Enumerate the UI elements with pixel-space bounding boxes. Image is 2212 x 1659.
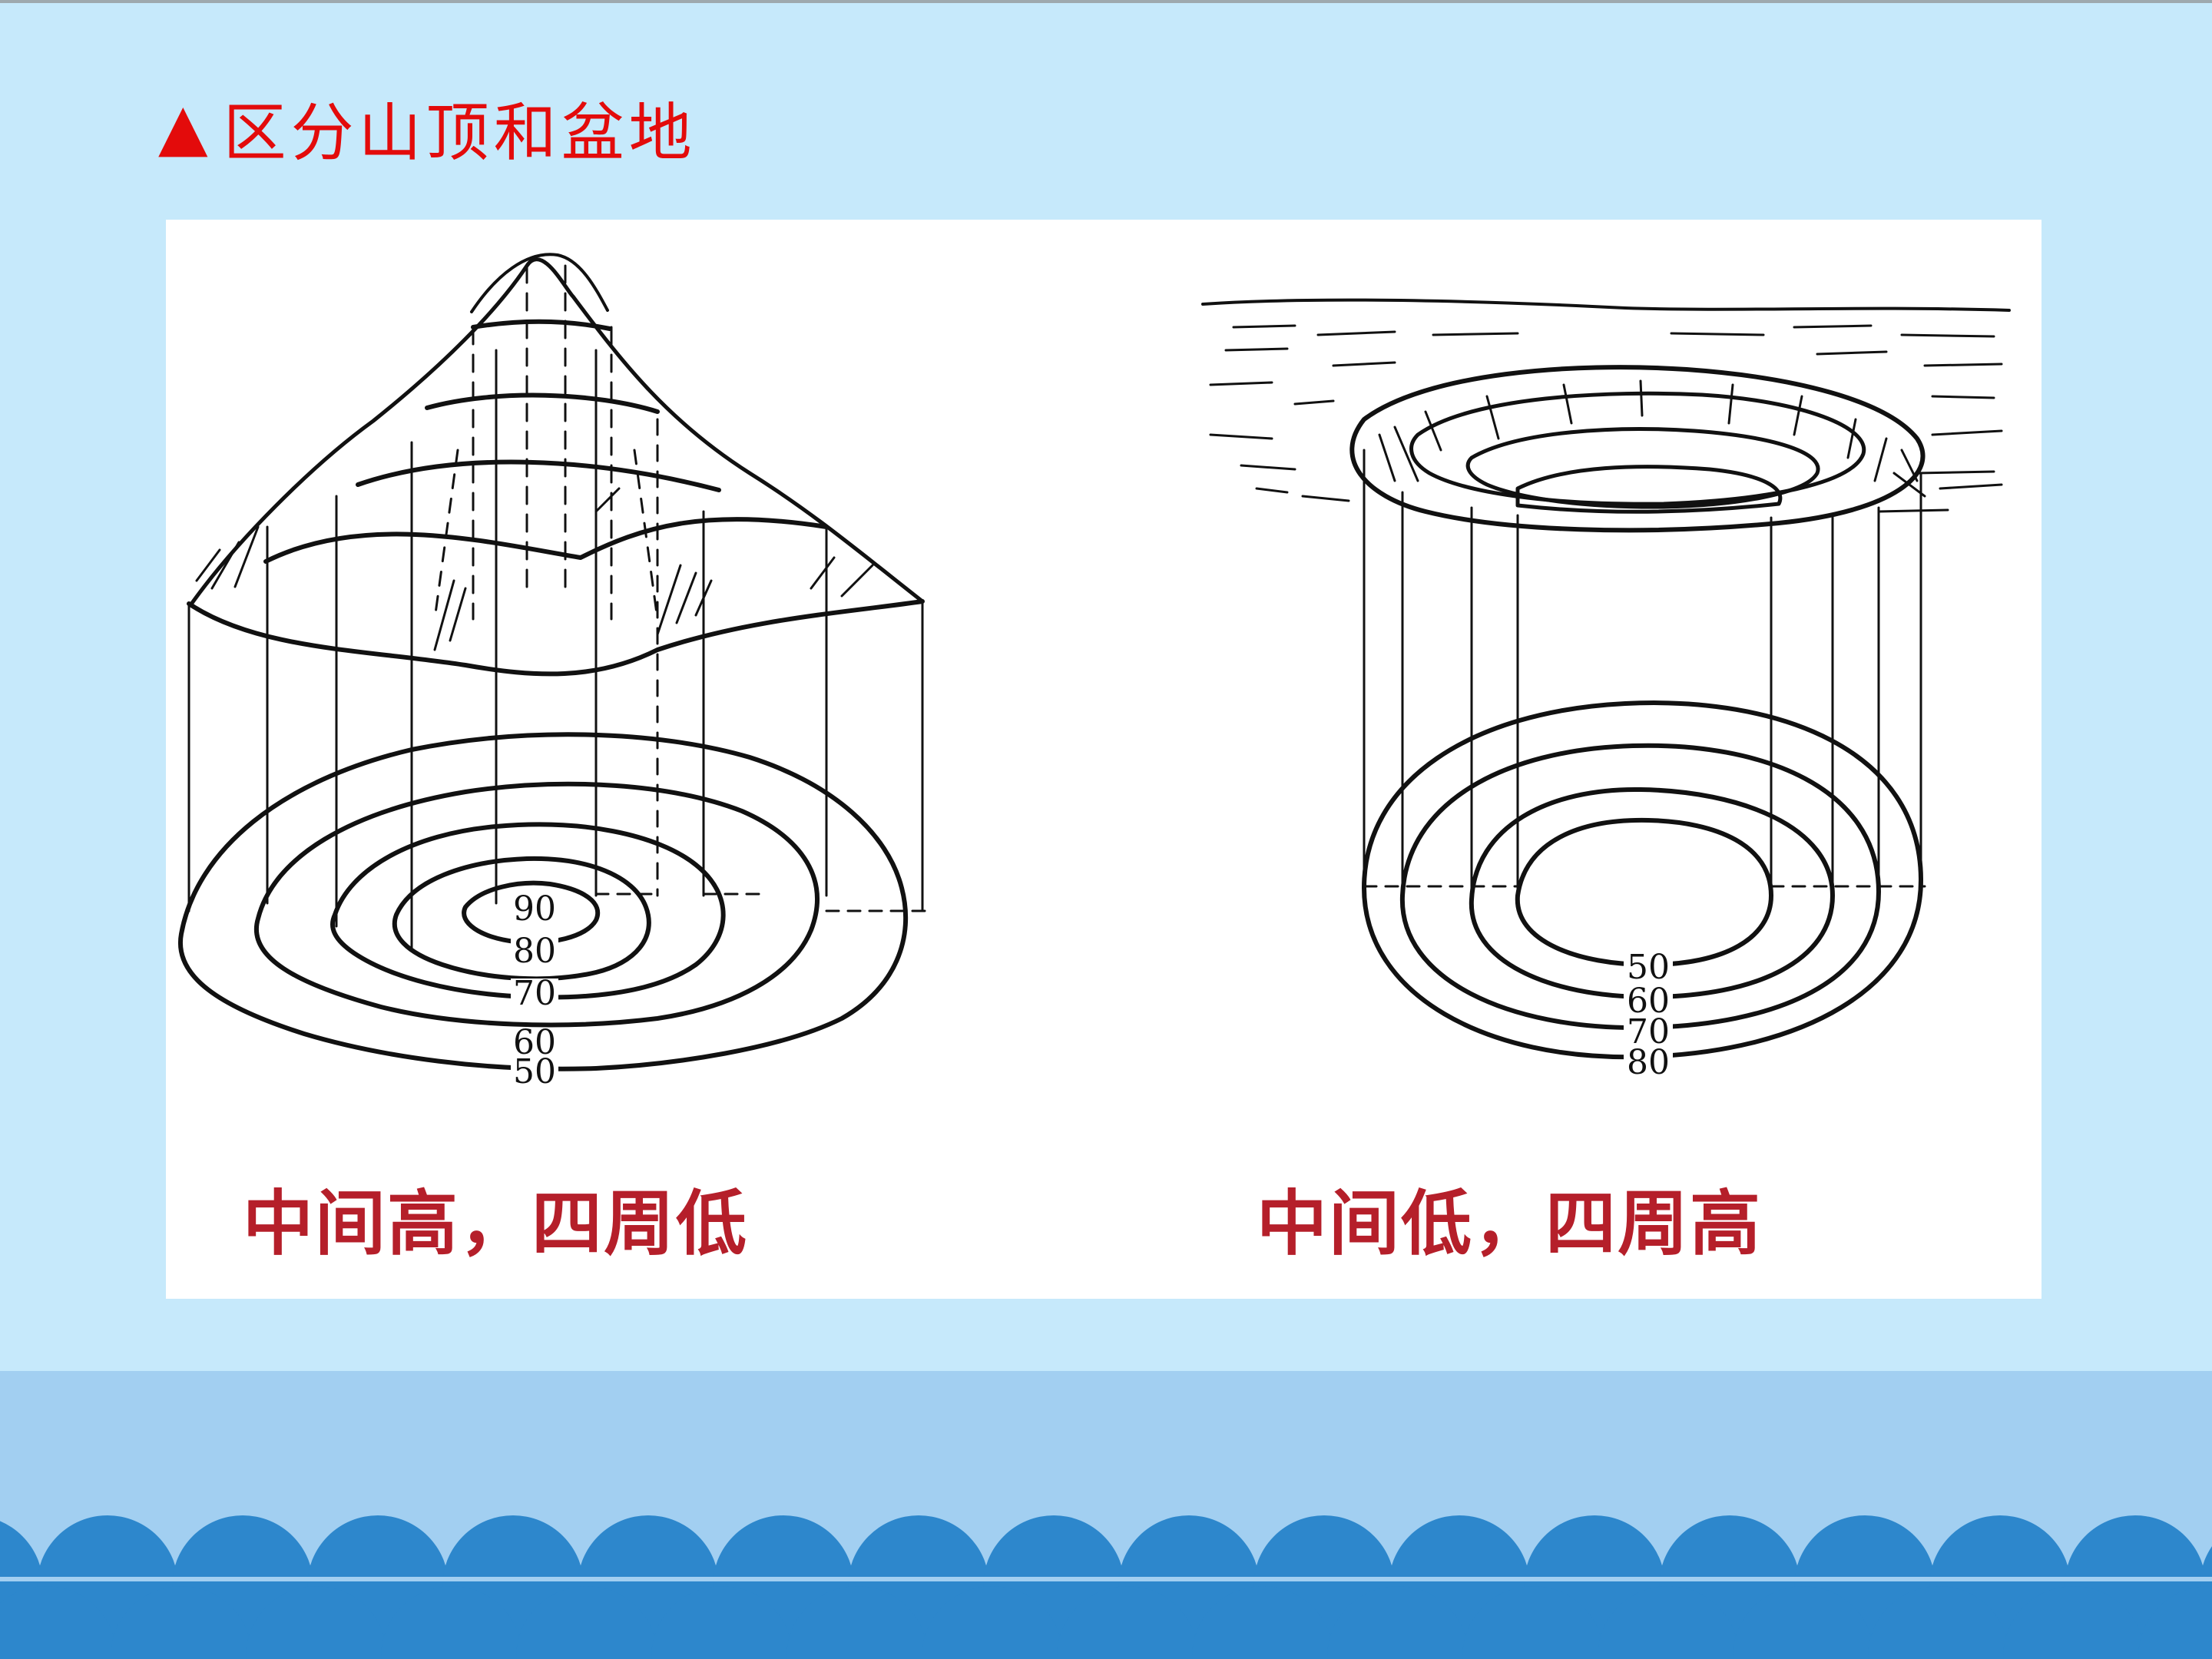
peak-caption: 中间高，四周低 — [243, 1167, 748, 1269]
peak-projection-lines — [189, 266, 922, 949]
triangle-bullet-icon: ▲ — [158, 89, 213, 164]
footer-wave-band — [0, 1371, 2212, 1659]
peak-summit-cap — [472, 254, 608, 312]
peak-contour-labels: 90 80 70 60 50 — [511, 889, 558, 1091]
diagram-panel: 90 80 70 60 50 50 60 70 80 中间高，四周低 中间低，四… — [166, 220, 2041, 1299]
basin-3d-model — [1352, 367, 1925, 530]
wave-separator — [0, 1577, 2212, 1581]
peak-band-80 — [427, 396, 657, 412]
top-rule — [0, 0, 2212, 3]
basin-label-80: 80 — [1627, 1043, 1670, 1082]
slide-title-text: 区分山顶和盆地 — [224, 81, 697, 173]
basin-contour-labels: 50 60 70 80 — [1624, 948, 1673, 1082]
peak-band-90 — [473, 322, 610, 329]
peak-label-80: 80 — [513, 932, 556, 971]
peak-band-60 — [266, 519, 826, 561]
basin-caption: 中间低，四周高 — [1257, 1167, 1762, 1269]
peak-label-90: 90 — [513, 889, 556, 929]
basin-ground-surface — [1203, 300, 2009, 512]
peak-label-50: 50 — [513, 1052, 556, 1091]
basin-contour-50 — [1518, 820, 1771, 965]
slide-title: ▲ 区分山顶和盆地 — [158, 81, 697, 173]
peak-3d-model — [189, 254, 922, 674]
peak-label-70: 70 — [513, 974, 556, 1013]
wave-decoration — [0, 1371, 2212, 1659]
peak-base-edge — [189, 601, 922, 674]
peak-shading — [197, 488, 873, 650]
contour-illustration: 90 80 70 60 50 50 60 70 80 — [166, 220, 2041, 1299]
